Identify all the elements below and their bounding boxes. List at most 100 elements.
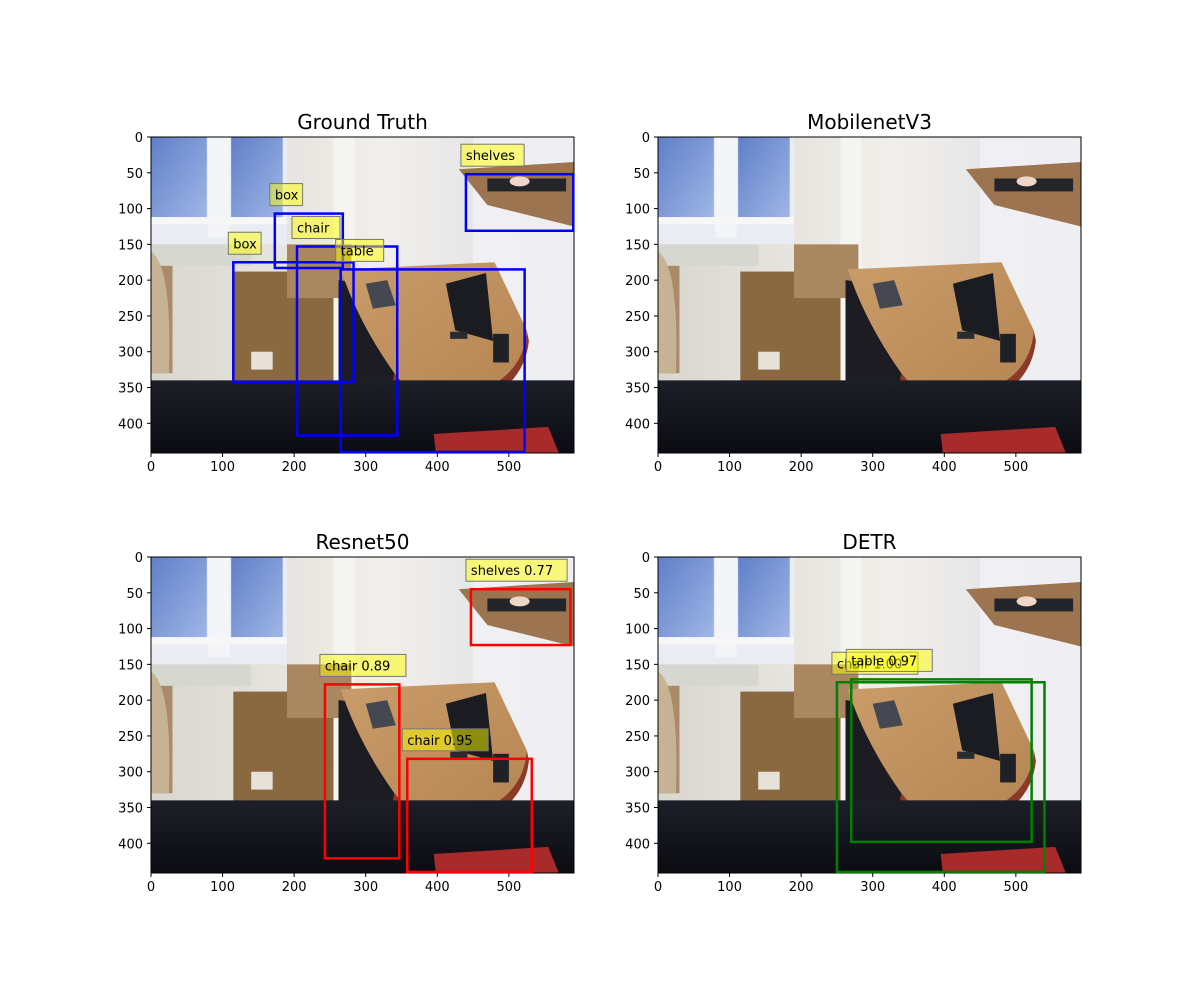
x-tick-label: 200 [789,460,814,475]
scene-image [151,137,574,453]
y-tick-label: 400 [625,417,650,432]
x-tick-label: 300 [353,460,378,475]
y-tick-label: 350 [118,382,143,397]
box-label: table 0.97 [851,654,917,669]
box-label: chair [297,222,330,237]
box-label-background [227,231,262,255]
box-label-background [465,558,568,582]
x-tick-label: 200 [282,460,307,475]
x-tick-label: 200 [282,880,307,895]
y-tick-label: 350 [118,802,143,817]
x-tick-label: 300 [860,460,885,475]
y-tick-label: 400 [625,837,650,852]
axes-frame [150,556,575,874]
y-tick-label: 200 [118,274,143,289]
x-tick-label: 100 [717,880,742,895]
x-tick-label: 500 [1003,880,1028,895]
y-tick-label: 300 [625,346,650,361]
x-tick-label: 200 [789,880,814,895]
scene-image [658,557,1081,873]
y-tick-label: 50 [633,587,650,602]
box-label: shelves 0.77 [471,564,553,579]
y-tick-label: 150 [118,238,143,253]
y-tick-label: 50 [126,587,143,602]
x-tick-label: 500 [496,460,521,475]
y-tick-label: 150 [625,658,650,673]
x-tick-label: 100 [210,880,235,895]
x-tick-label: 0 [654,880,662,895]
scene-image [151,557,574,873]
x-tick-label: 400 [932,880,957,895]
subplot-title: DETR [842,530,896,554]
y-tick-label: 250 [118,730,143,745]
x-tick-label: 0 [654,460,662,475]
box-label-background [319,653,407,677]
box-label: chair 0.95 [407,734,472,749]
y-tick-label: 0 [135,551,143,566]
box-label-background [401,728,489,752]
box-label-background [460,143,525,167]
y-tick-label: 0 [642,131,650,146]
box-label-background [291,216,341,240]
y-tick-label: 150 [625,238,650,253]
y-tick-label: 250 [625,310,650,325]
y-tick-label: 100 [118,623,143,638]
y-tick-label: 400 [118,837,143,852]
y-tick-label: 50 [126,167,143,182]
subplot-1: Ground Truth 0 100 200 300 400 500 0 50 100 150 200… [118,110,575,475]
y-tick-label: 300 [118,766,143,781]
y-tick-label: 50 [633,167,650,182]
y-tick-label: 400 [118,417,143,432]
box-label: chair 0.89 [325,659,390,674]
x-tick-label: 300 [353,880,378,895]
subplot-3: Resnet50 0 100 200 300 400 500 0 50 100 150 200 250 3… [118,530,575,895]
y-tick-label: 0 [642,551,650,566]
bounding-box [232,261,355,384]
subplot-4: DETR 0 100 200 300 400 500 0 50 100 150 200 250 300 35… [625,530,1082,895]
bounding-box [339,268,526,454]
y-tick-label: 200 [625,274,650,289]
y-tick-label: 200 [625,694,650,709]
y-tick-label: 350 [625,802,650,817]
subplot-title: Resnet50 [316,530,410,554]
y-tick-label: 150 [118,658,143,673]
y-tick-label: 200 [118,694,143,709]
bounding-box [849,678,1033,844]
box-label: box [233,237,257,252]
x-tick-label: 100 [210,460,235,475]
bounding-box [323,683,401,860]
x-tick-label: 400 [425,460,450,475]
box-label: box [275,189,299,204]
axes-frame [657,136,1082,454]
x-tick-label: 0 [147,880,155,895]
y-tick-label: 250 [625,730,650,745]
y-tick-label: 300 [625,766,650,781]
y-tick-label: 100 [625,623,650,638]
box-label: table [341,244,374,259]
bounding-box [464,172,575,233]
y-tick-label: 350 [625,382,650,397]
box-label-background [845,648,933,672]
box-label-background [335,238,385,262]
x-tick-label: 400 [932,460,957,475]
y-tick-label: 250 [118,310,143,325]
bounding-box [405,757,534,874]
subplot-title: MobilenetV3 [807,110,932,134]
x-tick-label: 0 [147,460,155,475]
y-tick-label: 300 [118,346,143,361]
bounding-box [469,587,572,647]
box-label: shelves [466,149,515,164]
x-tick-label: 300 [860,880,885,895]
scene-image [658,137,1081,453]
y-tick-label: 100 [118,203,143,218]
y-tick-label: 0 [135,131,143,146]
x-tick-label: 500 [496,880,521,895]
x-tick-label: 100 [717,460,742,475]
box-label-background [269,183,304,207]
subplot-title: Ground Truth [297,110,428,134]
bounding-box [835,681,1046,874]
y-tick-label: 100 [625,203,650,218]
